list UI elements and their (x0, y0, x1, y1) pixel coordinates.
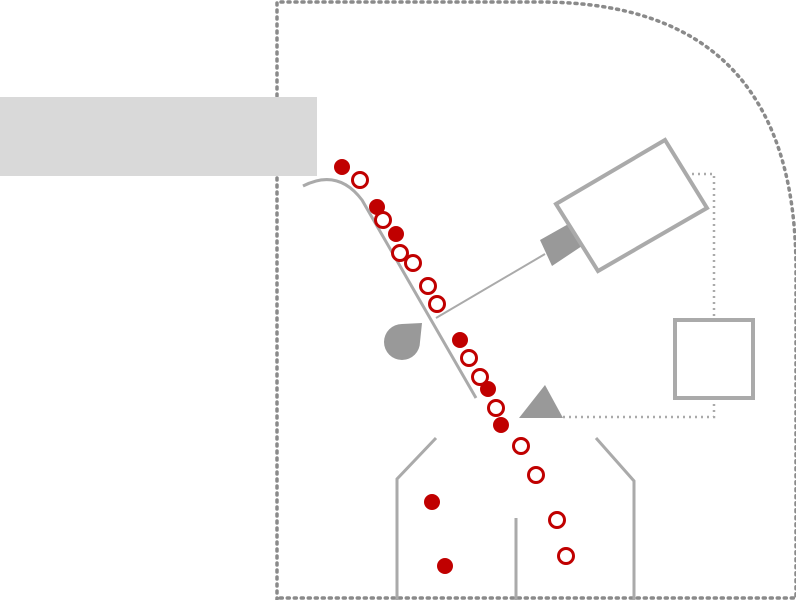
hollow-item (404, 254, 422, 272)
hollow-item (419, 277, 437, 295)
light-droplet-icon (384, 323, 422, 360)
hollow-item (527, 466, 545, 484)
hollow-item (460, 349, 478, 367)
solid-item (388, 226, 404, 242)
hollow-item (487, 399, 505, 417)
hollow-item (548, 511, 566, 529)
controller-box-icon (562, 172, 755, 419)
solid-item (424, 494, 440, 510)
bin-left-wall (395, 436, 438, 600)
enclosure-frame (275, 0, 796, 600)
solid-item (369, 199, 385, 215)
hollow-item (428, 295, 446, 313)
solid-item (493, 417, 509, 433)
hollow-item (512, 437, 530, 455)
solid-item (437, 558, 453, 574)
camera-icon (435, 137, 710, 319)
solid-item (452, 332, 468, 348)
feed-band (0, 97, 317, 176)
chute-rail (302, 178, 478, 399)
hollow-item (351, 171, 369, 189)
sorting-bins (395, 436, 636, 600)
hollow-item (471, 368, 489, 386)
hollow-item (557, 547, 575, 565)
sensor-triangle-icon (519, 385, 563, 418)
solid-item (334, 159, 350, 175)
items (334, 159, 575, 574)
hollow-item (374, 211, 392, 229)
bin-right-wall (594, 437, 636, 600)
hollow-item (391, 244, 409, 262)
